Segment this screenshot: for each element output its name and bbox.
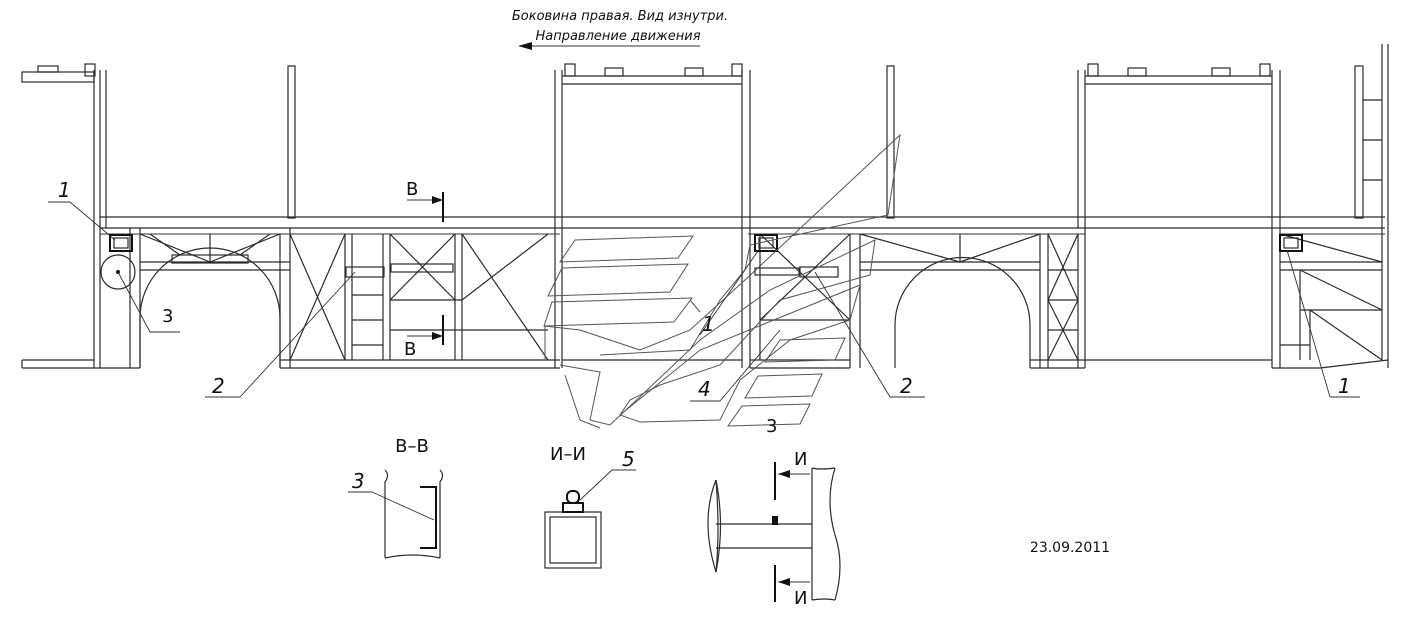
post-890 — [886, 65, 895, 219]
callout-3-left: 3 — [162, 306, 173, 327]
bracket-boxes — [109, 234, 1303, 252]
header-title: Боковина правая. Вид изнутри. — [512, 9, 728, 24]
section-bb-callout: 3 — [352, 469, 365, 493]
truss-left — [139, 228, 291, 368]
callout-leaders — [48, 201, 1360, 402]
truss-middle — [280, 233, 560, 369]
callout-1-right: 1 — [1338, 374, 1351, 398]
right-tower — [1077, 63, 1281, 368]
drawing-date: 23.09.2011 — [1030, 540, 1110, 556]
callout-3-mid: 3 — [766, 416, 777, 437]
frame-right-end — [1272, 44, 1389, 369]
center-tower — [554, 63, 751, 368]
section-i-bottom-label: И — [794, 588, 807, 609]
callout-2-right: 2 — [900, 374, 913, 398]
exploded-view — [543, 133, 901, 429]
detail-circle — [100, 254, 136, 290]
section-ii-title: И–И — [550, 444, 586, 465]
direction-arrow-head — [518, 42, 532, 50]
callout-2-left: 2 — [212, 374, 225, 398]
callout-1-mid: 1 — [702, 312, 715, 336]
callout-1-left: 1 — [58, 178, 71, 202]
callout-5: 5 — [622, 447, 635, 471]
header-direction: Направление движения — [535, 29, 700, 44]
section-ii-detail — [544, 469, 636, 569]
frame-left — [21, 63, 296, 369]
section-b-bottom-label: В — [404, 339, 416, 360]
section-bb-title: В–В — [395, 436, 429, 457]
section-b-top-label: В — [406, 179, 418, 200]
joint-detail — [707, 462, 841, 602]
section-b-markers — [407, 192, 444, 345]
truss-right — [750, 233, 1085, 369]
section-i-top-label: И — [794, 449, 807, 470]
section-bb-detail — [348, 469, 444, 559]
callout-4: 4 — [698, 377, 711, 401]
